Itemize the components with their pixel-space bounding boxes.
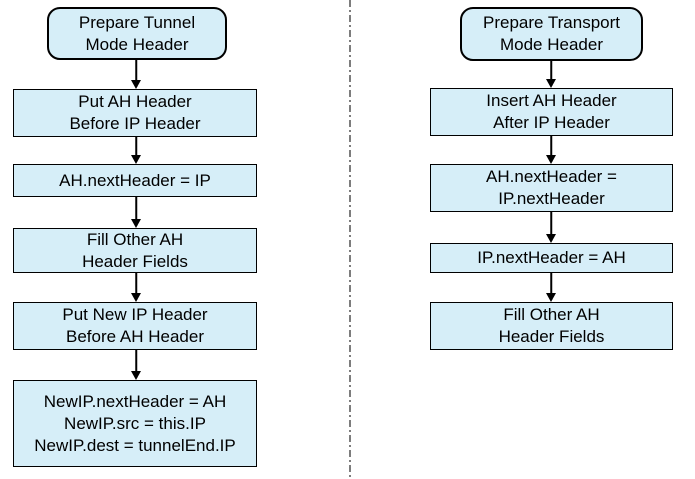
node-text-line: Mode Header	[85, 34, 189, 54]
arrow-line	[135, 273, 137, 300]
node-text-line: Before AH Header	[66, 327, 204, 346]
node-ah-nextheader-equals-ip: AH.nextHeader = IP	[13, 164, 257, 197]
node-text-line: Fill Other AH	[503, 305, 600, 324]
arrow-line	[135, 197, 137, 226]
node-text-line: AH.nextHeader = IP	[59, 170, 211, 190]
arrow-head	[131, 293, 141, 302]
node-ah-nextheader-equals-ip-nextheader: AH.nextHeader = IP.nextHeader	[430, 164, 673, 212]
node-text-line: AH.nextHeader =	[486, 167, 617, 186]
node-text-line: Put AH Header	[78, 92, 192, 111]
node-text-line: NewIP.dest = tunnelEnd.IP	[34, 435, 236, 455]
node-text-line: NewIP.src = this.IP	[64, 413, 206, 433]
node-ip-nextheader-equals-ah: IP.nextHeader = AH	[430, 243, 673, 273]
node-text-line: Insert AH Header	[486, 91, 617, 110]
node-prepare-tunnel-mode-header: Prepare Tunnel Mode Header	[47, 7, 227, 60]
node-text-line: Prepare Tunnel	[78, 12, 196, 32]
arrow-line	[550, 61, 552, 86]
node-text-line: Mode Header	[499, 35, 603, 54]
arrow-down-icon	[545, 136, 557, 164]
arrow-head	[546, 293, 556, 302]
arrow-down-icon	[130, 137, 142, 164]
divider-dashed-line	[349, 0, 351, 479]
arrow-down-icon	[130, 197, 142, 228]
node-text-line: Header Fields	[498, 327, 605, 346]
node-fill-other-ah-header-fields-tunnel: Fill Other AH Header Fields	[13, 228, 257, 273]
arrow-down-icon	[130, 60, 142, 89]
arrow-line	[550, 212, 552, 241]
arrow-head	[131, 155, 141, 164]
arrow-line	[135, 60, 137, 87]
node-prepare-transport-mode-header: Prepare Transport Mode Header	[460, 7, 643, 61]
node-fill-other-ah-header-fields-transport: Fill Other AH Header Fields	[430, 302, 673, 350]
node-text-line: Fill Other AH	[86, 229, 184, 249]
node-put-ah-header-before-ip-header: Put AH Header Before IP Header	[13, 89, 257, 137]
arrow-line	[550, 273, 552, 300]
node-text-line: Put New IP Header	[62, 305, 208, 324]
arrow-head	[131, 80, 141, 89]
arrow-line	[550, 136, 552, 162]
node-text-line: IP.nextHeader	[498, 189, 605, 208]
arrow-head	[131, 219, 141, 228]
node-text-line: Before IP Header	[69, 114, 201, 133]
arrow-head	[546, 234, 556, 243]
node-text-line: After IP Header	[493, 113, 610, 132]
node-text-line: NewIP.nextHeader = AH	[43, 391, 227, 411]
arrow-head	[546, 155, 556, 164]
arrow-line	[135, 350, 137, 378]
node-newip-field-assignments: NewIP.nextHeader = AH NewIP.src = this.I…	[13, 380, 257, 467]
node-insert-ah-header-after-ip-header: Insert AH Header After IP Header	[430, 88, 673, 136]
arrow-down-icon	[545, 212, 557, 243]
node-text-line: Prepare Transport	[482, 13, 620, 32]
node-text-line: IP.nextHeader = AH	[477, 248, 626, 267]
arrow-down-icon	[130, 273, 142, 302]
arrow-line	[135, 137, 137, 162]
arrow-head	[131, 371, 141, 380]
node-put-new-ip-header-before-ah-header: Put New IP Header Before AH Header	[13, 302, 257, 350]
arrow-head	[546, 79, 556, 88]
arrow-down-icon	[130, 350, 142, 380]
node-text-line: Header Fields	[82, 251, 188, 271]
arrow-down-icon	[545, 273, 557, 302]
arrow-down-icon	[545, 61, 557, 88]
